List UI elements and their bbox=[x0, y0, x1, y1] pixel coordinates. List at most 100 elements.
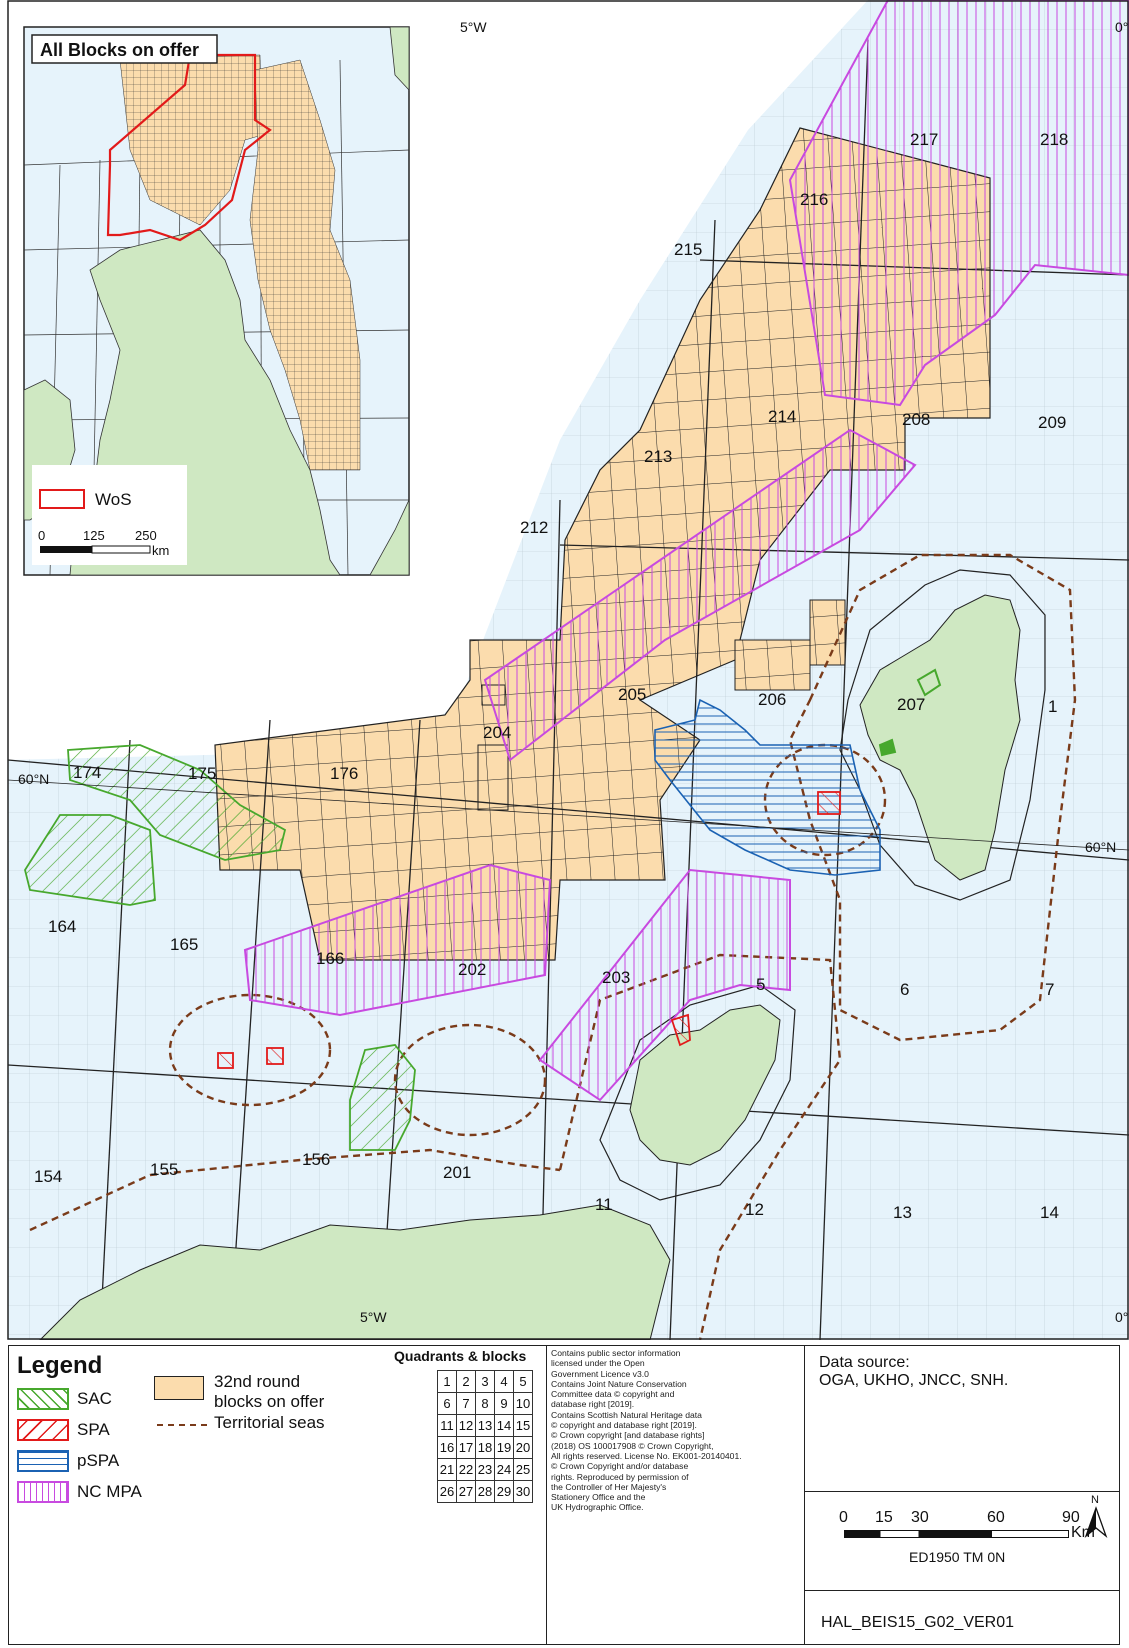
legend-title: Legend bbox=[17, 1352, 103, 1379]
quadrant-label: 202 bbox=[458, 960, 486, 979]
legend-item-sac: SAC bbox=[17, 1388, 112, 1410]
grid-cell: 6 bbox=[437, 1392, 457, 1415]
copyright-credits: Contains public sector information licen… bbox=[551, 1348, 742, 1513]
shetland-land bbox=[859, 594, 1021, 881]
grid-cell: 22 bbox=[456, 1458, 476, 1481]
projection-label: ED1950 TM 0N bbox=[909, 1549, 1006, 1565]
grid-cell: 17 bbox=[456, 1436, 476, 1459]
scale-label-60: 60 bbox=[987, 1509, 1005, 1526]
ncmpa-hatch-swatch bbox=[17, 1481, 69, 1503]
grid-cell: 16 bbox=[437, 1436, 457, 1459]
sac-small-shetland-b bbox=[878, 738, 897, 757]
map-frame bbox=[7, 0, 1129, 1340]
inset-scale-250: 250 bbox=[135, 528, 157, 543]
legend-label-pspa: pSPA bbox=[77, 1451, 120, 1470]
north-label: N bbox=[1091, 1494, 1099, 1506]
wos-legend-swatch bbox=[39, 489, 85, 509]
quadrant-label: 203 bbox=[602, 968, 630, 987]
scale-label-0: 0 bbox=[839, 1509, 848, 1526]
legend-item-ncmpa: NC MPA bbox=[17, 1481, 142, 1503]
grid-cell: 2 bbox=[456, 1370, 476, 1393]
grid-cell: 9 bbox=[494, 1392, 514, 1415]
quadrant-label: 154 bbox=[34, 1167, 62, 1186]
offer-blocks-206 bbox=[734, 639, 811, 691]
quadrant-label: 11 bbox=[595, 1195, 613, 1214]
grid-cell: 28 bbox=[475, 1480, 495, 1503]
quadrant-label: 175 bbox=[188, 764, 216, 783]
grid-cell: 12 bbox=[456, 1414, 476, 1437]
blocks-legend-label: 32nd round blocks on offer bbox=[214, 1372, 324, 1412]
scale-label-15: 15 bbox=[875, 1509, 893, 1526]
quadrant-label: 215 bbox=[674, 240, 702, 259]
grid-cell: 4 bbox=[494, 1370, 514, 1393]
quadrant-label: 1 bbox=[1048, 697, 1057, 716]
quadrant-label: 216 bbox=[800, 190, 828, 209]
grid-cell: 8 bbox=[475, 1392, 495, 1415]
offer-blocks-204 bbox=[477, 744, 509, 811]
quadrant-label: 155 bbox=[150, 1160, 178, 1179]
spa-hatch-swatch bbox=[17, 1419, 69, 1441]
lat-label-east: 60°N bbox=[1085, 839, 1116, 855]
quadrant-label: 212 bbox=[520, 518, 548, 537]
inset-scale-bar-black bbox=[40, 546, 92, 553]
legend-item-spa: SPA bbox=[17, 1419, 110, 1441]
inset-scale-125: 125 bbox=[83, 528, 105, 543]
grid-cell: 25 bbox=[513, 1458, 533, 1481]
scotland-mainland bbox=[39, 1204, 671, 1340]
scale-label-90: 90 bbox=[1062, 1509, 1080, 1526]
legend-divider-3 bbox=[804, 1491, 1119, 1492]
map-reference: HAL_BEIS15_G02_VER01 bbox=[821, 1614, 1015, 1631]
grid-cell: 30 bbox=[513, 1480, 533, 1503]
spa-areas bbox=[217, 791, 841, 1069]
legend-label-sac: SAC bbox=[77, 1389, 112, 1408]
nc-mpa-areas bbox=[243, 0, 1129, 1102]
north-arrow-icon bbox=[1084, 1506, 1108, 1538]
legend-label-ncmpa: NC MPA bbox=[77, 1482, 142, 1501]
grid-cell: 11 bbox=[437, 1414, 457, 1437]
quadrant-label: 14 bbox=[1040, 1203, 1059, 1222]
grid-cell: 21 bbox=[437, 1458, 457, 1481]
orkney-land bbox=[629, 1004, 781, 1166]
quadrant-label: 156 bbox=[302, 1150, 330, 1169]
grid-cell: 18 bbox=[475, 1436, 495, 1459]
legend-label-spa: SPA bbox=[77, 1420, 110, 1439]
grid-cell: 29 bbox=[494, 1480, 514, 1503]
grid-cell: 20 bbox=[513, 1436, 533, 1459]
lon-label-bottom: 5°W bbox=[360, 1309, 387, 1325]
wos-legend-label: WoS bbox=[95, 490, 132, 509]
quadrant-label: 214 bbox=[768, 407, 796, 426]
grid-cell: 1 bbox=[437, 1370, 457, 1393]
quadrant-label: 174 bbox=[73, 763, 101, 782]
grid-cell: 10 bbox=[513, 1392, 533, 1415]
grid-cell: 3 bbox=[475, 1370, 495, 1393]
grid-cell: 26 bbox=[437, 1480, 457, 1503]
inset-title: All Blocks on offer bbox=[40, 40, 199, 60]
quadrants-grid-title: Quadrants & blocks bbox=[394, 1348, 527, 1364]
inset-scale-bar-white bbox=[91, 545, 151, 554]
grid-cell: 13 bbox=[475, 1414, 495, 1437]
quadrant-label: 201 bbox=[443, 1163, 471, 1182]
grid-cell: 7 bbox=[456, 1392, 476, 1415]
scale-bar bbox=[844, 1530, 1069, 1538]
grid-cell: 24 bbox=[494, 1458, 514, 1481]
data-source-title: Data source: bbox=[819, 1354, 910, 1371]
sac-hatch-swatch bbox=[17, 1388, 69, 1410]
grid-cell: 23 bbox=[475, 1458, 495, 1481]
quadrant-label: 205 bbox=[618, 685, 646, 704]
orkney-12nm-line bbox=[599, 984, 796, 1201]
legend-item-pspa: pSPA bbox=[17, 1450, 119, 1472]
grid-cell: 5 bbox=[513, 1370, 533, 1393]
grid-cell: 15 bbox=[513, 1414, 533, 1437]
quadrant-label: 206 bbox=[758, 690, 786, 709]
quadrant-label: 218 bbox=[1040, 130, 1068, 149]
blocks-legend-line2: blocks on offer bbox=[214, 1392, 325, 1411]
lat-label-west: 60°N bbox=[18, 771, 49, 787]
quadrant-label: 207 bbox=[897, 695, 925, 714]
